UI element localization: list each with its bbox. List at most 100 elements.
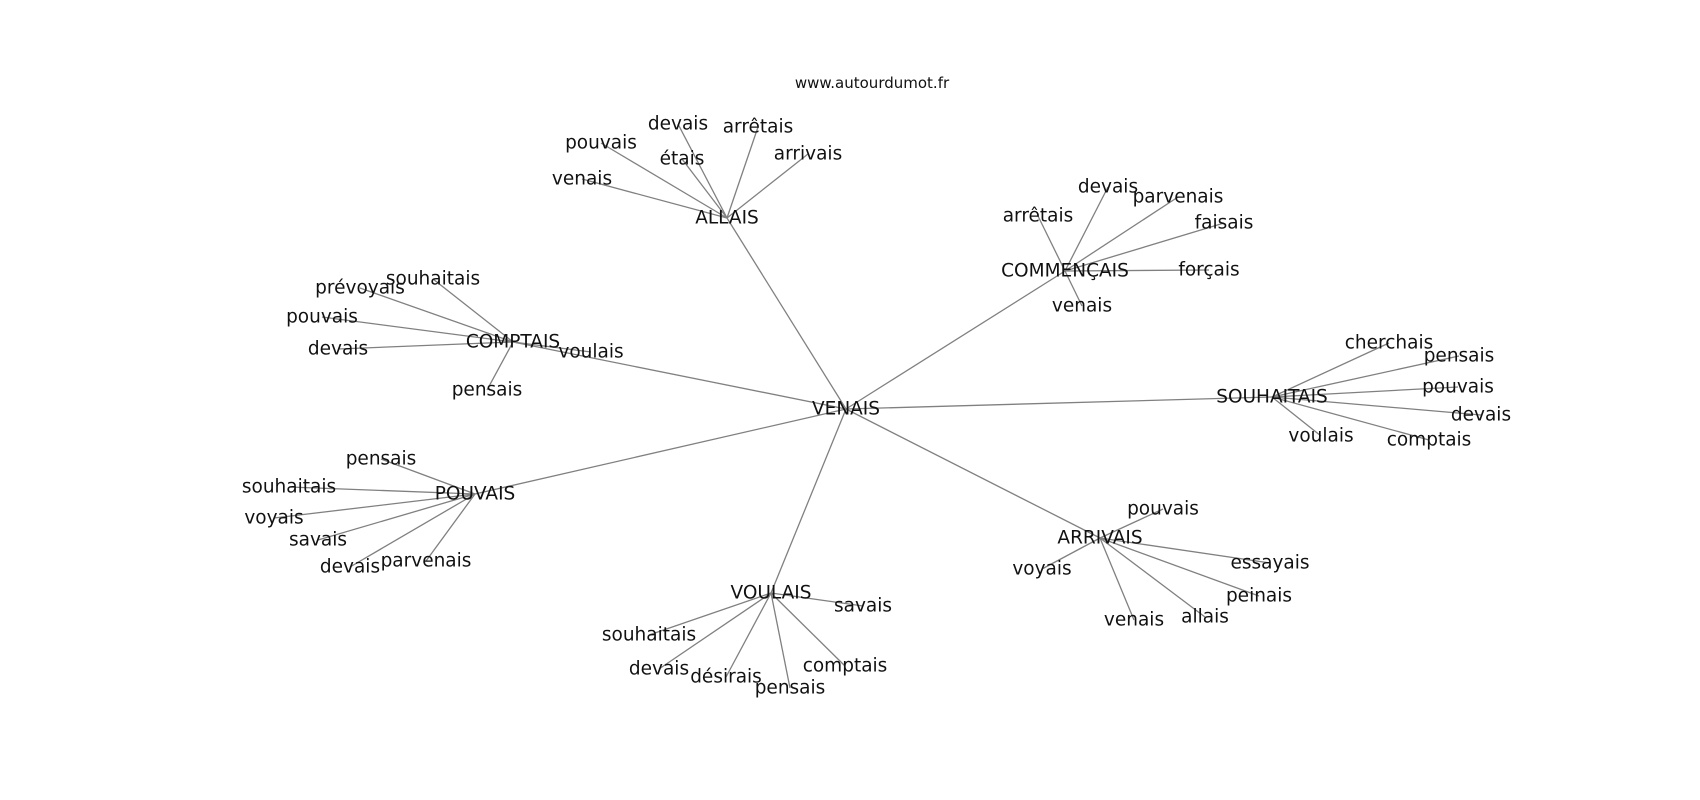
edge-commencais-leaf	[1064, 196, 1179, 272]
edge-voulais-leaf	[648, 592, 772, 636]
leaf-node-label: pouvais	[1422, 377, 1494, 398]
leaf-node-label: peinais	[1226, 586, 1292, 607]
edge-commencais-leaf	[1064, 222, 1225, 272]
edge-comptais-leaf	[359, 287, 514, 343]
leaf-node-label: devais	[320, 557, 380, 578]
hub-node-label-allais: ALLAIS	[695, 208, 759, 229]
hub-node-label-voulais: VOULAIS	[730, 583, 811, 604]
edge-arrivais-leaf	[1041, 537, 1101, 570]
edge-arrivais-leaf	[1099, 537, 1271, 564]
hub-node-label-souhaitais: SOUHAITAIS	[1216, 387, 1328, 408]
leaf-node-label: devais	[648, 114, 708, 135]
leaf-node-label: parvenais	[381, 551, 472, 572]
edge-center-commencais	[845, 270, 1066, 410]
leaf-node-label: souhaitais	[602, 625, 696, 646]
leaf-node-label: pensais	[755, 678, 826, 699]
leaf-node-label: voulais	[1288, 426, 1353, 447]
edge-voulais-leaf	[658, 592, 772, 670]
leaf-node-label: pensais	[1424, 346, 1495, 367]
leaf-node-label: pouvais	[286, 307, 358, 328]
leaf-node-label: voulais	[558, 342, 623, 363]
edge-pouvais-leaf	[425, 493, 476, 562]
edge-voulais-leaf	[770, 592, 864, 607]
edge-comptais-leaf	[337, 341, 514, 350]
edge-center-arrivais	[845, 408, 1101, 539]
watermark-text: www.autourdumot.fr	[795, 74, 950, 92]
edge-commencais-leaf	[1064, 186, 1109, 272]
leaf-node-label: voyais	[1012, 559, 1071, 580]
leaf-node-label: comptais	[1387, 430, 1472, 451]
edge-allais-leaf	[726, 126, 759, 219]
edge-voulais-leaf	[725, 592, 772, 678]
edge-allais-leaf	[600, 142, 728, 219]
edge-souhaitais-leaf	[1271, 396, 1322, 437]
leaf-node-label: savais	[289, 530, 347, 551]
leaf-node-label: pouvais	[565, 133, 637, 154]
leaf-node-label: parvenais	[1133, 187, 1224, 208]
leaf-node-label: arrêtais	[723, 117, 794, 138]
edge-arrivais-leaf	[1099, 537, 1260, 597]
hub-node-label-commencais: COMMENÇAIS	[1001, 261, 1129, 282]
edge-center-allais	[726, 217, 847, 410]
leaf-node-label: faisais	[1195, 213, 1254, 234]
edge-pouvais-leaf	[380, 458, 476, 495]
leaf-node-label: souhaitais	[386, 269, 480, 290]
edge-allais-leaf	[581, 178, 728, 219]
edge-center-pouvais	[474, 408, 847, 495]
leaf-node-label: devais	[629, 659, 689, 680]
edge-comptais-leaf	[321, 316, 514, 343]
leaf-node-label: venais	[1104, 610, 1164, 631]
edge-arrivais-leaf	[1099, 537, 1206, 618]
edge-comptais-leaf	[432, 278, 514, 343]
hub-node-label-comptais: COMPTAIS	[466, 332, 560, 353]
leaf-node-label: prévoyais	[315, 278, 405, 299]
edge-comptais-leaf	[512, 341, 592, 353]
leaf-node-label: comptais	[803, 656, 888, 677]
hub-node-label-pouvais: POUVAIS	[435, 484, 516, 505]
edge-pouvais-leaf	[273, 493, 476, 519]
leaf-node-label: savais	[834, 596, 892, 617]
graph-edges	[273, 123, 1482, 689]
leaf-node-label: venais	[1052, 296, 1112, 317]
edge-arrivais-leaf	[1099, 537, 1135, 621]
hub-node-label-arrivais: ARRIVAIS	[1057, 528, 1142, 549]
edge-commencais-leaf	[1037, 215, 1066, 272]
edge-center-comptais	[512, 341, 847, 410]
edge-souhaitais-leaf	[1271, 342, 1390, 398]
edge-arrivais-leaf	[1099, 508, 1164, 539]
leaf-node-label: venais	[552, 169, 612, 190]
leaf-node-label: devais	[308, 339, 368, 360]
edge-voulais-leaf	[770, 592, 791, 689]
leaf-node-label: pensais	[452, 380, 523, 401]
leaf-node-label: pensais	[346, 449, 417, 470]
leaf-node-label: cherchais	[1345, 333, 1434, 354]
leaf-node-label: devais	[1078, 177, 1138, 198]
edge-commencais-leaf	[1064, 270, 1083, 307]
edge-allais-leaf	[726, 153, 809, 219]
edge-center-souhaitais	[845, 396, 1273, 410]
edge-commencais-leaf	[1064, 269, 1210, 272]
edge-souhaitais-leaf	[1271, 386, 1459, 398]
edge-pouvais-leaf	[349, 493, 476, 568]
leaf-node-label: arrêtais	[1003, 206, 1074, 227]
graph-labels: VENAISALLAISvenaispouvaisdevaisétaisarrê…	[242, 114, 1511, 699]
edge-allais-leaf	[677, 123, 728, 219]
edge-center-voulais	[770, 408, 847, 594]
leaf-node-label: essayais	[1230, 553, 1309, 574]
leaf-node-label: forçais	[1178, 260, 1239, 281]
edge-pouvais-leaf	[288, 486, 476, 495]
edge-souhaitais-leaf	[1271, 355, 1460, 398]
leaf-node-label: arrivais	[774, 144, 842, 165]
leaf-node-label: devais	[1451, 405, 1511, 426]
edge-souhaitais-leaf	[1271, 396, 1430, 441]
leaf-node-label: désirais	[690, 667, 762, 688]
leaf-node-label: allais	[1181, 607, 1229, 628]
edge-allais-leaf	[681, 158, 728, 219]
edge-comptais-leaf	[486, 341, 514, 391]
leaf-node-label: pouvais	[1127, 499, 1199, 520]
leaf-node-label: étais	[660, 149, 705, 170]
edge-pouvais-leaf	[317, 493, 476, 541]
edge-voulais-leaf	[770, 592, 846, 667]
leaf-node-label: voyais	[244, 508, 303, 529]
